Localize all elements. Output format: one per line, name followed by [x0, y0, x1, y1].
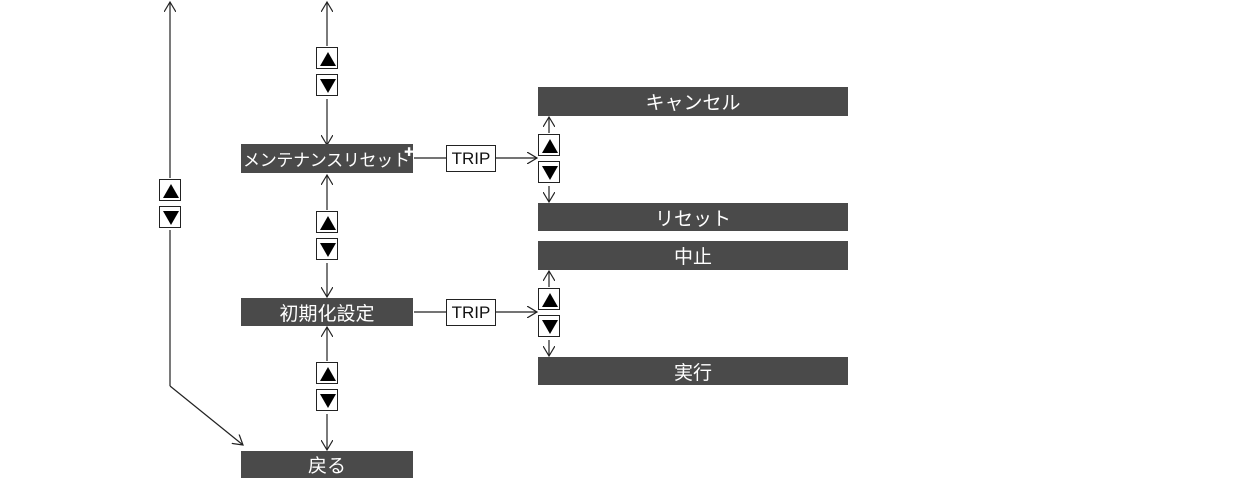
up-triangle-icon[interactable] — [159, 179, 181, 201]
trip-key-button[interactable]: TRIP — [446, 299, 496, 326]
down-triangle-icon[interactable] — [316, 74, 338, 96]
option-reset[interactable]: リセット — [538, 203, 848, 231]
maintenance-reset-mark: ✚ — [404, 145, 415, 159]
menu-initialize-label: 初期化設定 — [279, 302, 375, 325]
up-triangle-icon[interactable] — [538, 288, 560, 310]
down-triangle-icon[interactable] — [316, 389, 338, 411]
up-triangle-icon[interactable] — [316, 362, 338, 384]
trip-key-button[interactable]: TRIP — [446, 145, 496, 172]
trip-key-label: TRIP — [451, 148, 491, 168]
menu-maintenance-reset[interactable]: メンテナンスリセット — [241, 144, 413, 173]
option-abort-label: 中止 — [673, 246, 712, 268]
down-triangle-icon[interactable] — [538, 315, 560, 337]
option-reset-label: リセット — [654, 207, 731, 230]
down-triangle-icon[interactable] — [159, 206, 181, 228]
menu-back-label: 戻る — [307, 455, 346, 477]
option-execute[interactable]: 実行 — [538, 357, 848, 385]
menu-back[interactable]: 戻る — [241, 451, 413, 478]
down-triangle-icon[interactable] — [316, 238, 338, 260]
option-abort[interactable]: 中止 — [538, 241, 848, 270]
trip-key-label: TRIP — [451, 302, 491, 322]
up-triangle-icon[interactable] — [316, 47, 338, 69]
option-cancel-label: キャンセル — [645, 92, 741, 114]
down-triangle-icon[interactable] — [538, 161, 560, 183]
up-triangle-icon[interactable] — [316, 211, 338, 233]
option-cancel[interactable]: キャンセル — [538, 87, 848, 116]
option-execute-label: 実行 — [673, 361, 712, 384]
up-triangle-icon[interactable] — [538, 134, 560, 156]
loop-diagonal-line — [169, 385, 243, 445]
menu-maintenance-reset-label: メンテナンスリセット — [243, 151, 410, 171]
menu-initialize[interactable]: 初期化設定 — [241, 298, 413, 326]
